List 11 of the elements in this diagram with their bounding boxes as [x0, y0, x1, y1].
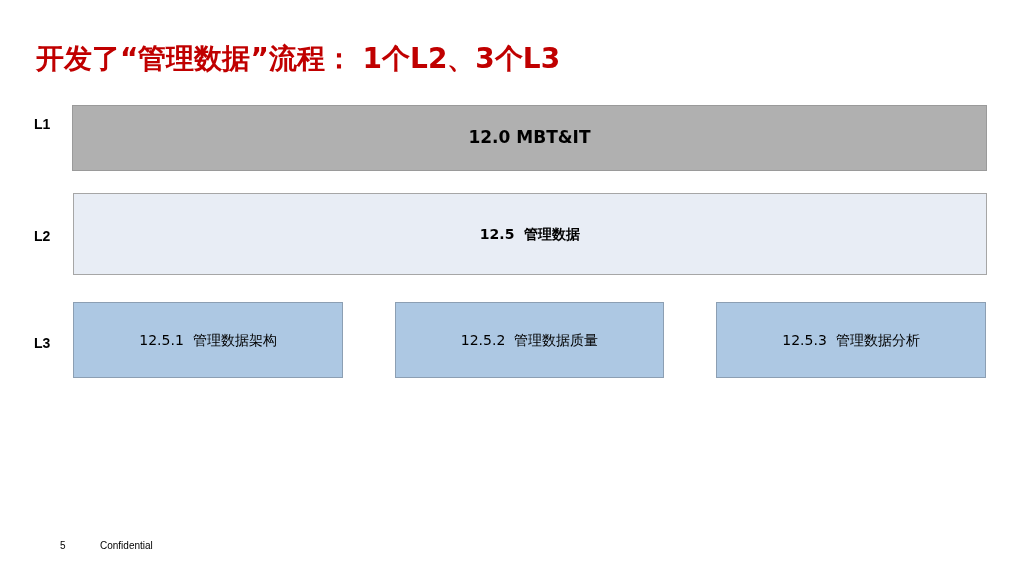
process-box: 12.5 管理数据 — [73, 193, 987, 275]
slide-title: 开发了“管理数据”流程： 1个L2、3个L3 — [36, 41, 561, 77]
level-label: L1 — [34, 115, 51, 134]
process-box: 12.5.3 管理数据分析 — [716, 302, 986, 378]
level-label: L2 — [34, 227, 51, 246]
process-box: 12.0 MBT&IT — [72, 105, 987, 171]
page-number: 5 — [60, 539, 66, 553]
footer-text: Confidential — [100, 539, 153, 553]
process-box: 12.5.2 管理数据质量 — [395, 302, 664, 378]
process-box: 12.5.1 管理数据架构 — [73, 302, 343, 378]
level-label: L3 — [34, 334, 51, 353]
